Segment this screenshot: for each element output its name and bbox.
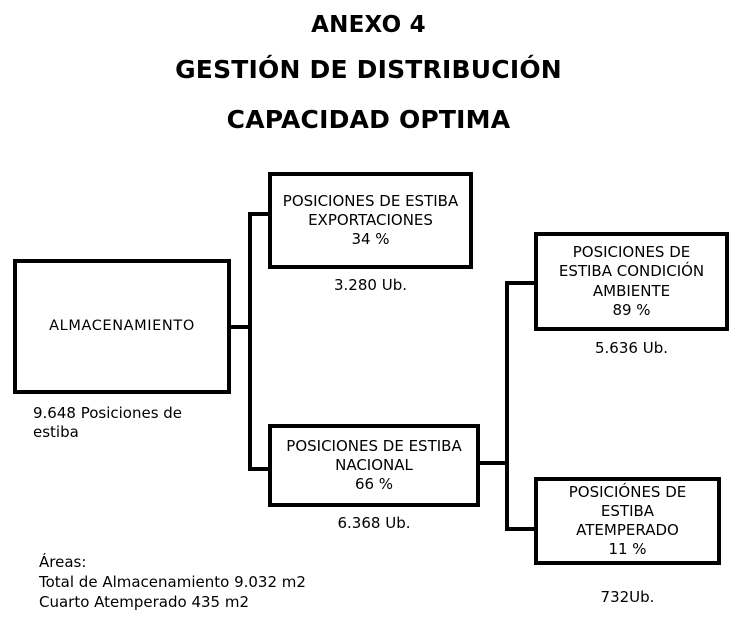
node-exportaciones[interactable]: POSICIONES DE ESTIBA EXPORTACIONES 34 % — [268, 172, 473, 269]
node-ambiente-line-2: ESTIBA CONDICIÓN — [558, 262, 705, 281]
caption-exportaciones: 3.280 Ub. — [334, 276, 407, 294]
connector-to-exportaciones — [248, 212, 272, 216]
connector-nacional-stub — [480, 461, 509, 465]
node-atemperado-line-2: ESTIBA — [600, 501, 655, 520]
node-ambiente-line-3: AMBIENTE — [592, 281, 671, 300]
node-ambiente-line-1: POSICIONES DE — [572, 243, 691, 262]
caption-nacional: 6.368 Ub. — [337, 514, 411, 532]
page-title-anexo: ANEXO 4 — [311, 12, 426, 38]
node-condicion-ambiente[interactable]: POSICIONES DE ESTIBA CONDICIÓN AMBIENTE … — [534, 232, 729, 331]
connector-left-trunk — [248, 212, 252, 471]
connector-right-trunk — [505, 281, 509, 531]
node-almacenamiento[interactable]: ALMACENAMIENTO — [13, 259, 231, 394]
node-ambiente-percent: 89 % — [612, 300, 651, 319]
connector-to-nacional — [248, 467, 272, 471]
page-title-capacidad: CAPACIDAD OPTIMA — [226, 105, 511, 134]
node-exportaciones-line-2: EXPORTACIONES — [308, 210, 433, 229]
areas-notes-total: Total de Almacenamiento 9.032 m2 — [39, 572, 306, 591]
connector-almacenamiento-stub — [231, 325, 252, 329]
node-exportaciones-percent: 34 % — [351, 230, 390, 249]
node-nacional-percent: 66 % — [354, 475, 394, 494]
areas-notes-heading: Áreas: — [39, 553, 87, 571]
node-nacional-line-1: POSICIONES DE ESTIBA — [286, 436, 462, 455]
caption-atemperado: 732Ub. — [600, 588, 655, 606]
caption-almacenamiento: 9.648 Posiciones de estiba — [33, 404, 183, 441]
node-nacional-line-2: NACIONAL — [335, 455, 413, 474]
node-atemperado[interactable]: POSICIÓNES DE ESTIBA ATEMPERADO 11 % — [534, 477, 721, 565]
caption-condicion-ambiente: 5.636 Ub. — [595, 339, 668, 357]
connector-to-atemperado — [505, 527, 538, 531]
node-atemperado-line-3: ATEMPERADO — [576, 521, 679, 539]
areas-notes: Áreas: Total de Almacenamiento 9.032 m2 … — [39, 553, 306, 613]
areas-notes-cuarto: Cuarto Atemperado 435 m2 — [39, 592, 250, 611]
page-title-gestion: GESTIÓN DE DISTRIBUCIÓN — [175, 55, 562, 84]
node-exportaciones-line-1: POSICIONES DE ESTIBA — [282, 191, 459, 210]
node-atemperado-percent: 11 % — [608, 540, 647, 559]
node-almacenamiento-line-1: ALMACENAMIENTO — [49, 318, 195, 335]
node-nacional[interactable]: POSICIONES DE ESTIBA NACIONAL 66 % — [268, 424, 480, 507]
connector-to-ambiente — [505, 281, 538, 285]
node-atemperado-line-1: POSICIÓNES DE — [568, 482, 687, 501]
